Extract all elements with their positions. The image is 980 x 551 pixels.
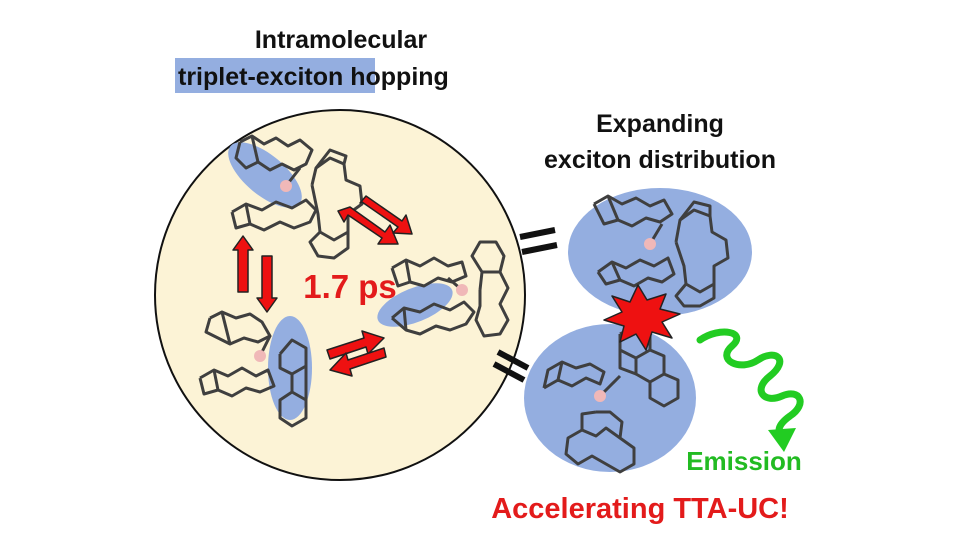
equals-sign-icon (519, 227, 558, 255)
hop-time-label: 1.7 ps (303, 268, 397, 305)
hop-arrows-bottom-right (326, 330, 387, 377)
right-title-line-1: Expanding (596, 110, 724, 138)
boron-atom-bottom (254, 350, 266, 362)
hop-arrows-left (232, 235, 278, 313)
right-title-line-2: exciton distribution (544, 146, 776, 174)
boron-atom-expanded-top (644, 238, 656, 250)
boron-atom-expanded-bottom (594, 390, 606, 402)
molecule-expanded-top (592, 194, 730, 308)
equals-sign-icon-2 (492, 349, 530, 383)
emission-label: Emission (686, 446, 802, 476)
title-line-2: triplet-exciton hopping (178, 63, 449, 91)
title-highlight-box (175, 58, 375, 93)
boron-atom-top (280, 180, 292, 192)
title-rest-text: hopping (343, 63, 449, 91)
bottom-conclusion-text: Accelerating TTA-UC! (491, 493, 789, 525)
exciton-lobe-bottom (268, 316, 312, 420)
emission-arrowhead-icon (768, 428, 796, 452)
wavy-emission-arrow-icon (696, 328, 804, 442)
hop-arrows-top-right (337, 195, 413, 245)
collision-burst-icon (603, 284, 681, 351)
boron-atom-right (456, 284, 468, 296)
expanded-exciton-bottom (524, 324, 696, 472)
title-line-1: Intramolecular (255, 26, 428, 54)
title-highlight-text: triplet-exciton (178, 63, 343, 91)
